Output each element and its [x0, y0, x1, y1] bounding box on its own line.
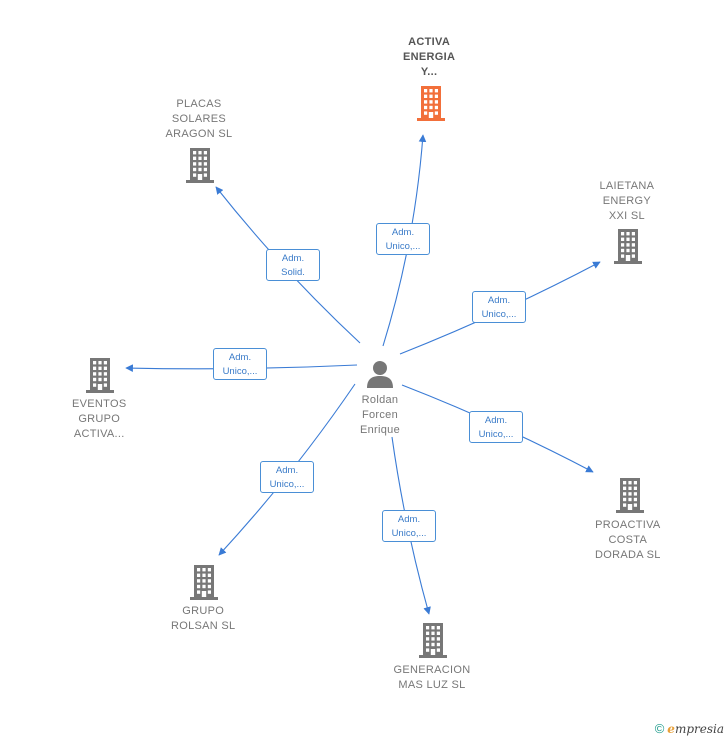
building-icon	[190, 565, 218, 600]
company-label-activa[interactable]: ACTIVA ENERGIA Y...	[403, 35, 455, 80]
person-icon	[367, 361, 393, 388]
company-label-laietana-line: ENERGY	[602, 195, 652, 207]
edge-label-line: Unico,...	[481, 309, 517, 320]
edge-label-line: Adm.	[228, 352, 252, 363]
edge-label-placas[interactable]: Adm. Solid.	[266, 249, 320, 281]
company-label-rolsan-line: GRUPO	[182, 605, 225, 617]
company-label-placas-line: SOLARES	[171, 113, 226, 125]
edge-label-proactiva[interactable]: Adm. Unico,...	[469, 411, 523, 443]
edge-label-line: Unico,...	[385, 241, 421, 252]
company-label-proactiva-line: PROACTIVA	[595, 519, 661, 531]
edge-label-line: Adm.	[487, 295, 511, 306]
edge-label-line: Unico,...	[391, 528, 427, 539]
company-label-generacion[interactable]: GENERACION MAS LUZ SL	[394, 663, 471, 693]
company-label-eventos-line: GRUPO	[78, 413, 121, 425]
company-eventos-wrapper[interactable]	[85, 357, 115, 398]
company-label-proactiva-line: DORADA SL	[595, 549, 661, 561]
building-icon	[86, 358, 114, 393]
edge-label-line: Adm.	[281, 253, 305, 264]
copyright-icon: ©	[654, 721, 665, 736]
company-label-activa-line: Y...	[420, 66, 438, 78]
edge-label-rolsan[interactable]: Adm. Unico,...	[260, 461, 314, 493]
edge-label-line: Adm.	[275, 465, 299, 476]
company-label-activa-line: ACTIVA	[408, 36, 451, 48]
company-proactiva-wrapper[interactable]	[615, 477, 645, 518]
company-label-eventos-line: EVENTOS	[72, 398, 127, 410]
edge-label-line: Unico,...	[478, 429, 514, 440]
company-label-rolsan[interactable]: GRUPO ROLSAN SL	[171, 604, 235, 634]
company-label-activa-line: ENERGIA	[403, 51, 456, 63]
company-label-placas-line: ARAGON SL	[165, 128, 233, 140]
building-icon	[186, 148, 214, 183]
edge-label-line: Adm.	[391, 227, 415, 238]
edge-label-line: Unico,...	[269, 479, 305, 490]
company-label-laietana-line: LAIETANA	[599, 180, 655, 192]
center-person-label-line: Roldan	[361, 394, 399, 406]
company-rolsan-wrapper[interactable]	[189, 564, 219, 605]
company-label-generacion-line: GENERACION	[393, 664, 471, 676]
edge-label-generacion[interactable]: Adm. Unico,...	[382, 510, 436, 542]
building-icon	[614, 229, 642, 264]
company-label-rolsan-line: ROLSAN SL	[171, 620, 236, 632]
building-icon	[419, 623, 447, 658]
brand-logo: empresia	[667, 721, 724, 736]
company-generacion-wrapper[interactable]	[418, 622, 448, 663]
company-label-eventos[interactable]: EVENTOS GRUPO ACTIVA...	[72, 397, 126, 442]
company-laietana-wrapper[interactable]	[613, 228, 643, 269]
edge-label-line: Adm.	[484, 415, 508, 426]
edge-label-laietana[interactable]: Adm. Unico,...	[472, 291, 526, 323]
company-label-generacion-line: MAS LUZ SL	[398, 679, 466, 691]
center-person-label-line: Enrique	[360, 424, 401, 436]
company-label-proactiva[interactable]: PROACTIVA COSTA DORADA SL	[595, 518, 661, 563]
company-label-placas[interactable]: PLACAS SOLARES ARAGON SL	[166, 97, 233, 142]
center-person-label-line: Forcen	[361, 409, 399, 421]
edge-label-line: Solid.	[281, 267, 305, 278]
company-label-laietana[interactable]: LAIETANA ENERGY XXI SL	[600, 179, 655, 224]
company-label-proactiva-line: COSTA	[608, 534, 648, 546]
edge-label-line: Unico,...	[222, 366, 258, 377]
edge-label-eventos[interactable]: Adm. Unico,...	[213, 348, 267, 380]
company-activa-wrapper[interactable]	[416, 85, 446, 126]
edge-label-line: Adm.	[397, 514, 421, 525]
company-label-laietana-line: XXI SL	[608, 210, 645, 222]
center-person-wrapper[interactable]	[365, 359, 395, 394]
footer-brand: © empresia	[655, 721, 724, 736]
building-icon	[616, 478, 644, 513]
edge-label-activa[interactable]: Adm. Unico,...	[376, 223, 430, 255]
company-label-placas-line: PLACAS	[176, 98, 222, 110]
company-label-eventos-line: ACTIVA...	[73, 428, 125, 440]
building-icon	[417, 86, 445, 121]
company-placas-wrapper[interactable]	[185, 147, 215, 188]
